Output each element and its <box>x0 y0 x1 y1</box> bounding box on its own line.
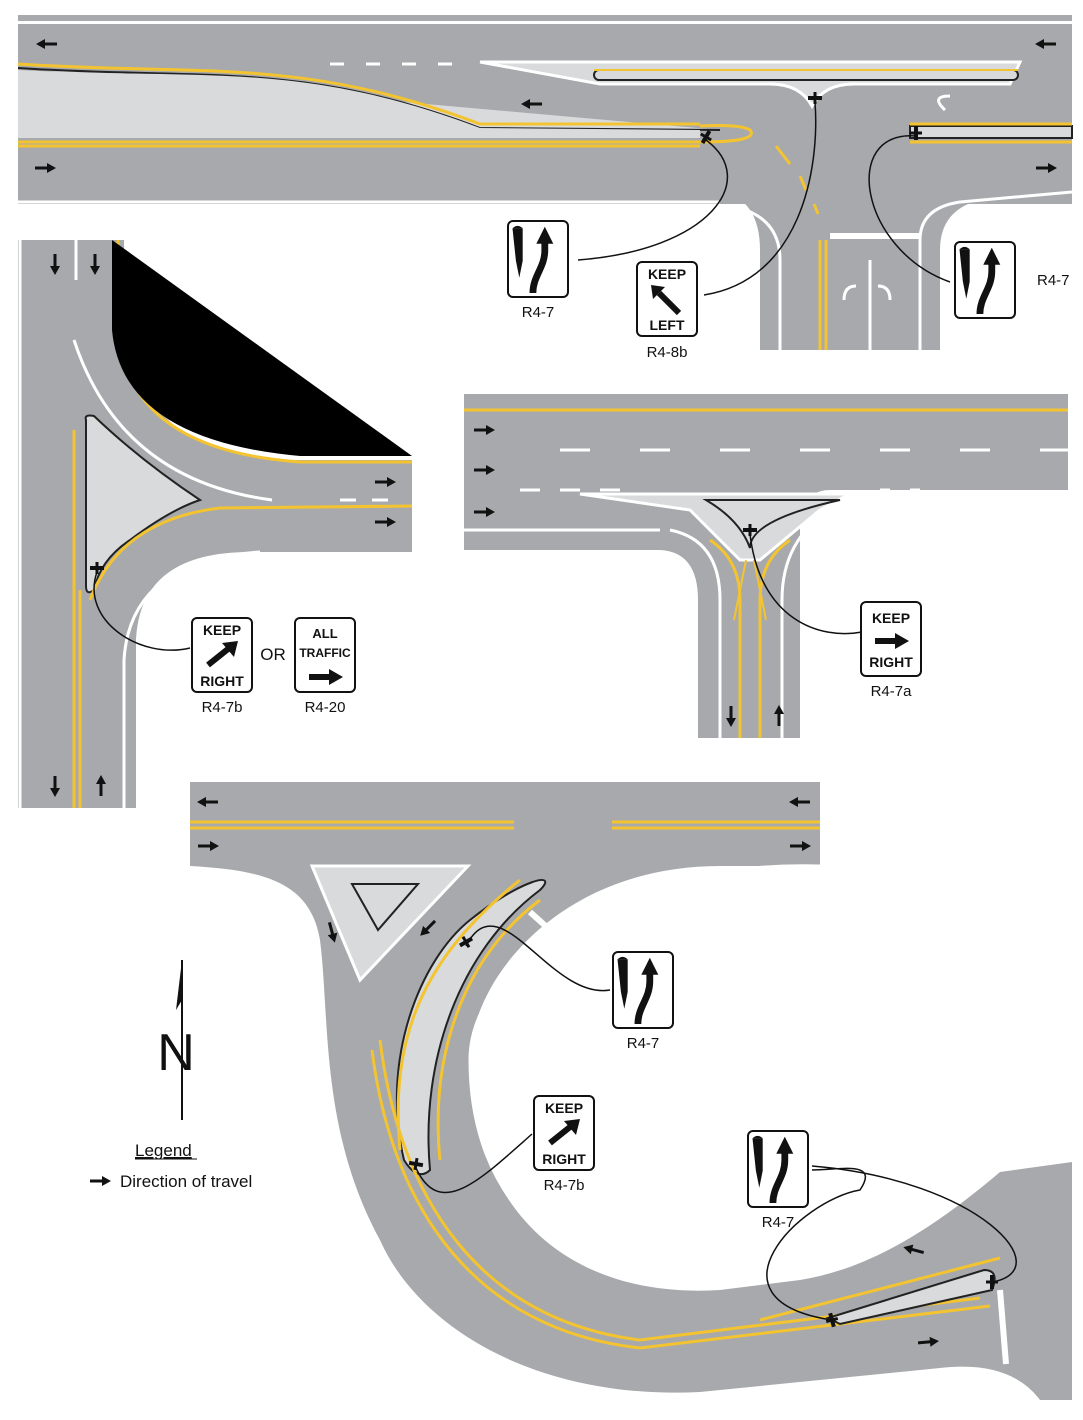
sign-line1: KEEP <box>545 1100 583 1116</box>
sign-code: R4-8b <box>647 344 688 361</box>
sign-r4-20-all-traffic: ALL TRAFFIC R4-20 <box>294 617 356 716</box>
sign-line2: LEFT <box>650 317 685 333</box>
legend-item: Direction of travel <box>120 1172 252 1191</box>
north-letter: N <box>157 1024 195 1082</box>
left-intersection <box>18 240 413 808</box>
sign-code: R4-7b <box>202 699 243 716</box>
middle-intersection <box>464 394 1068 738</box>
legend: Legend Direction of travel <box>88 1141 252 1191</box>
sign-r4-7-top-left: R4-7 <box>507 220 569 321</box>
sign-line2: RIGHT <box>542 1151 586 1167</box>
legend-title: Legend <box>135 1141 192 1160</box>
top-intersection <box>17 15 1073 350</box>
sign-r4-7-top-right: R4-7 <box>954 241 1070 319</box>
sign-code: R4-7b <box>544 1177 585 1194</box>
sign-code: R4-20 <box>305 699 346 716</box>
sign-line1: ALL <box>312 626 337 641</box>
sign-r4-7b-keep-right-left: KEEP RIGHT R4-7b <box>191 617 253 716</box>
sign-code: R4-7 <box>627 1035 660 1052</box>
sign-code: R4-7 <box>1037 272 1070 289</box>
sign-r4-8b-keep-left: KEEP LEFT R4-8b <box>636 261 698 361</box>
sign-line2: TRAFFIC <box>299 646 351 660</box>
bottom-intersection <box>190 782 1072 1400</box>
sign-line1: KEEP <box>203 622 241 638</box>
or-label: OR <box>260 645 286 664</box>
sign-r4-7a-keep-right: KEEP RIGHT R4-7a <box>860 601 922 700</box>
top-side-road <box>720 190 1072 350</box>
north-arrow: N <box>157 960 195 1120</box>
sign-r4-7-bottom-upper: R4-7 <box>612 951 674 1052</box>
sign-r4-7-bottom-lower: R4-7 <box>747 1130 809 1231</box>
sign-line2: RIGHT <box>200 673 244 689</box>
sign-r4-7b-keep-right-bottom: KEEP RIGHT R4-7b <box>533 1095 595 1194</box>
sign-line2: RIGHT <box>869 654 913 670</box>
sign-line1: KEEP <box>648 266 686 282</box>
legend-arrow-icon <box>88 1174 113 1188</box>
sign-code: R4-7 <box>762 1214 795 1231</box>
sign-code: R4-7a <box>871 683 913 700</box>
sign-code: R4-7 <box>522 304 555 321</box>
sign-line1: KEEP <box>872 610 910 626</box>
